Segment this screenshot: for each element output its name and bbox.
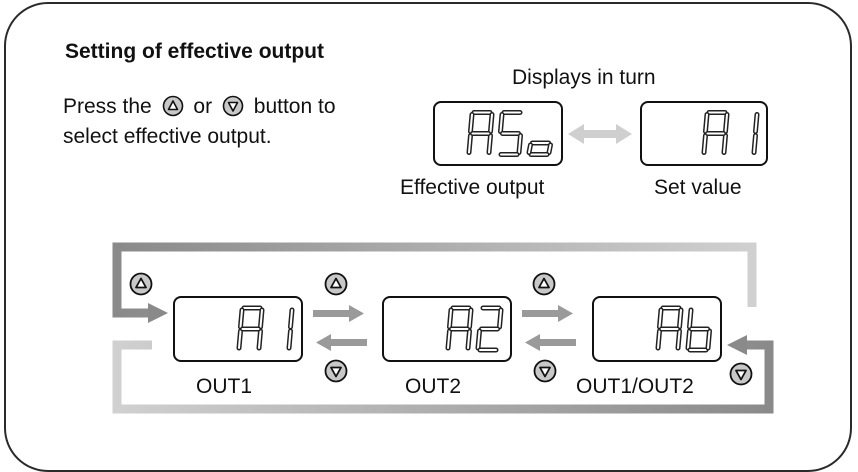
lcd-segment — [707, 330, 711, 349]
lcd-segment — [657, 330, 661, 349]
lcd-segment — [467, 330, 471, 349]
lcd-out1 — [173, 296, 303, 362]
lcd-segment — [499, 113, 503, 133]
set-value-label: Set value — [654, 176, 742, 199]
lcd-segment — [468, 309, 472, 328]
down-button-icon — [324, 359, 348, 383]
arrow-right-2 — [522, 305, 573, 322]
lcd-segment — [548, 143, 552, 154]
up-button-icon — [129, 272, 153, 296]
lcd-segment — [259, 309, 263, 328]
arrow-right-1 — [313, 305, 364, 322]
up-button-icon — [324, 272, 348, 296]
out2-label: OUT2 — [405, 375, 462, 398]
instruction-text: Press the or button to select effective … — [63, 92, 336, 152]
lcd-segment — [678, 309, 682, 328]
loop-top-line — [112, 242, 757, 323]
lcd-segment — [723, 134, 727, 154]
displays-in-turn-label: Displays in turn — [512, 66, 656, 89]
down-button-icon — [533, 359, 557, 383]
lcd-segment — [477, 330, 481, 349]
instruction-post: button to — [253, 95, 336, 118]
instruction-or: or — [193, 95, 213, 118]
lcd-segment — [753, 134, 757, 154]
lcd-segment — [677, 330, 681, 349]
out1-label: OUT1 — [196, 375, 253, 398]
double-arrow-icon — [568, 124, 632, 144]
lcd-segment — [688, 309, 692, 328]
lcd-segment — [687, 330, 691, 349]
lcd-segment — [528, 143, 532, 154]
effective-output-label: Effective output — [400, 176, 545, 199]
up-button-icon — [532, 272, 556, 296]
diagram-graphics — [112, 110, 774, 414]
arrow-left-1 — [316, 334, 367, 351]
down-button-icon — [222, 95, 244, 117]
lcd-segment — [469, 113, 473, 133]
lcd-segment — [489, 113, 493, 133]
lcd-segment — [724, 113, 728, 133]
up-button-icon — [162, 95, 183, 117]
lcd-glyphs — [236, 110, 760, 353]
lcd-segment — [289, 309, 293, 328]
lcd-segment — [238, 330, 242, 349]
instruction-pre: Press the — [63, 95, 152, 118]
lcd-segment — [498, 309, 502, 328]
loop-bottom-line — [112, 335, 774, 414]
lcd-segment — [754, 113, 758, 133]
lcd-segment — [704, 113, 708, 133]
lcd-segment — [703, 134, 707, 154]
section-title: Setting of effective output — [65, 40, 324, 63]
arrow-left-2 — [525, 334, 576, 351]
lcd-segment — [518, 134, 522, 154]
out1-out2-label: OUT1/OUT2 — [576, 375, 694, 398]
lcd-segment — [258, 330, 262, 349]
lcd-segment — [239, 309, 243, 328]
instruction-line2: select effective output. — [63, 125, 272, 148]
down-button-icon — [729, 362, 753, 386]
lcd-segment — [447, 330, 451, 349]
lcd-segment — [448, 309, 452, 328]
lcd-segment — [488, 134, 492, 154]
lcd-segment — [288, 330, 292, 349]
lcd-segment — [658, 309, 662, 328]
lcd-segment — [468, 134, 472, 154]
